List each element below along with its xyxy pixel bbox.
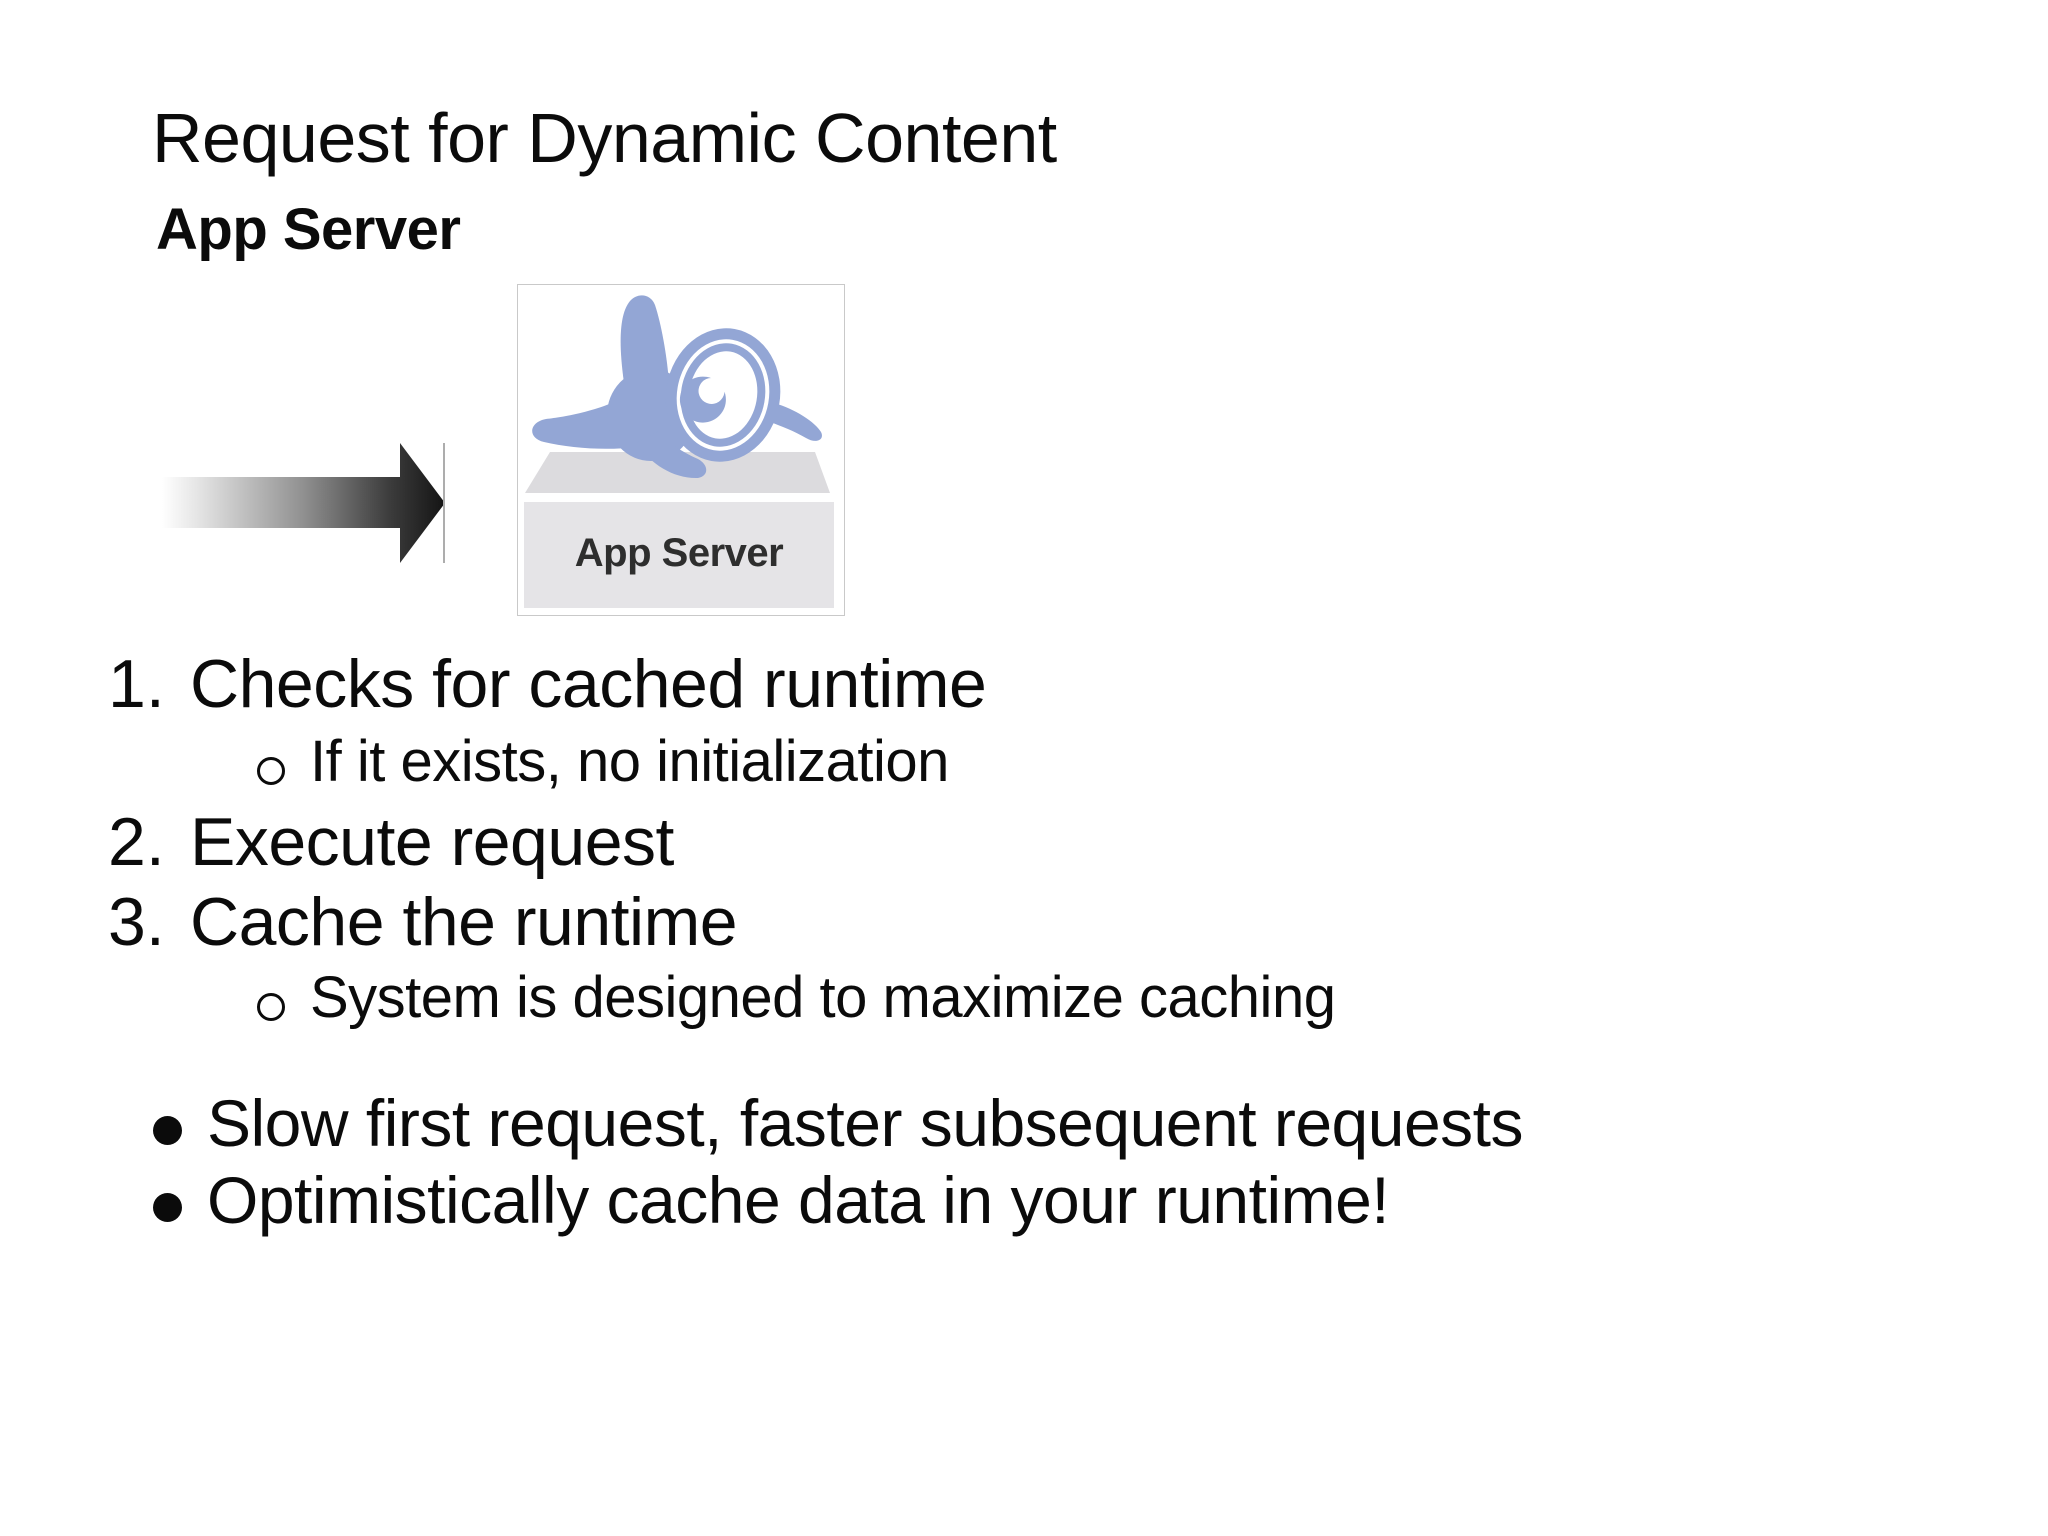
app-server-figure: App Server bbox=[517, 284, 845, 616]
list-subitem: System is designed to maximize caching bbox=[0, 969, 2048, 1059]
figure-caption: App Server bbox=[574, 531, 784, 575]
bullet-item-text: Slow first request, faster subsequent re… bbox=[207, 1086, 1524, 1160]
list-item: 2. Execute request bbox=[0, 808, 2048, 898]
right-arrow-icon bbox=[162, 443, 445, 563]
list-item: 1. Checks for cached runtime bbox=[0, 650, 2048, 740]
list-item-text: Cache the runtime bbox=[190, 884, 738, 960]
bullet-item: Slow first request, faster subsequent re… bbox=[0, 1090, 2048, 1180]
list-subitem-text: System is designed to maximize caching bbox=[310, 965, 1336, 1030]
list-item-text: Execute request bbox=[190, 804, 674, 880]
filled-bullet-icon bbox=[153, 1193, 182, 1222]
hollow-bullet-icon bbox=[257, 757, 285, 785]
list-subitem: If it exists, no initialization bbox=[0, 733, 2048, 823]
hollow-bullet-icon bbox=[257, 993, 285, 1021]
bullet-item-text: Optimistically cache data in your runtim… bbox=[207, 1163, 1390, 1237]
slide-title: Request for Dynamic Content bbox=[152, 99, 1057, 177]
filled-bullet-icon bbox=[153, 1116, 182, 1145]
list-number: 1. bbox=[108, 646, 165, 722]
list-number: 3. bbox=[108, 884, 165, 960]
section-heading: App Server bbox=[156, 197, 461, 262]
list-number: 2. bbox=[108, 804, 165, 880]
list-item-text: Checks for cached runtime bbox=[190, 646, 987, 722]
request-arrow bbox=[158, 435, 450, 567]
list-subitem-text: If it exists, no initialization bbox=[310, 729, 949, 794]
list-item: 3. Cache the runtime bbox=[0, 888, 2048, 978]
bullet-item: Optimistically cache data in your runtim… bbox=[0, 1167, 2048, 1257]
app-engine-logo-icon bbox=[524, 295, 834, 608]
